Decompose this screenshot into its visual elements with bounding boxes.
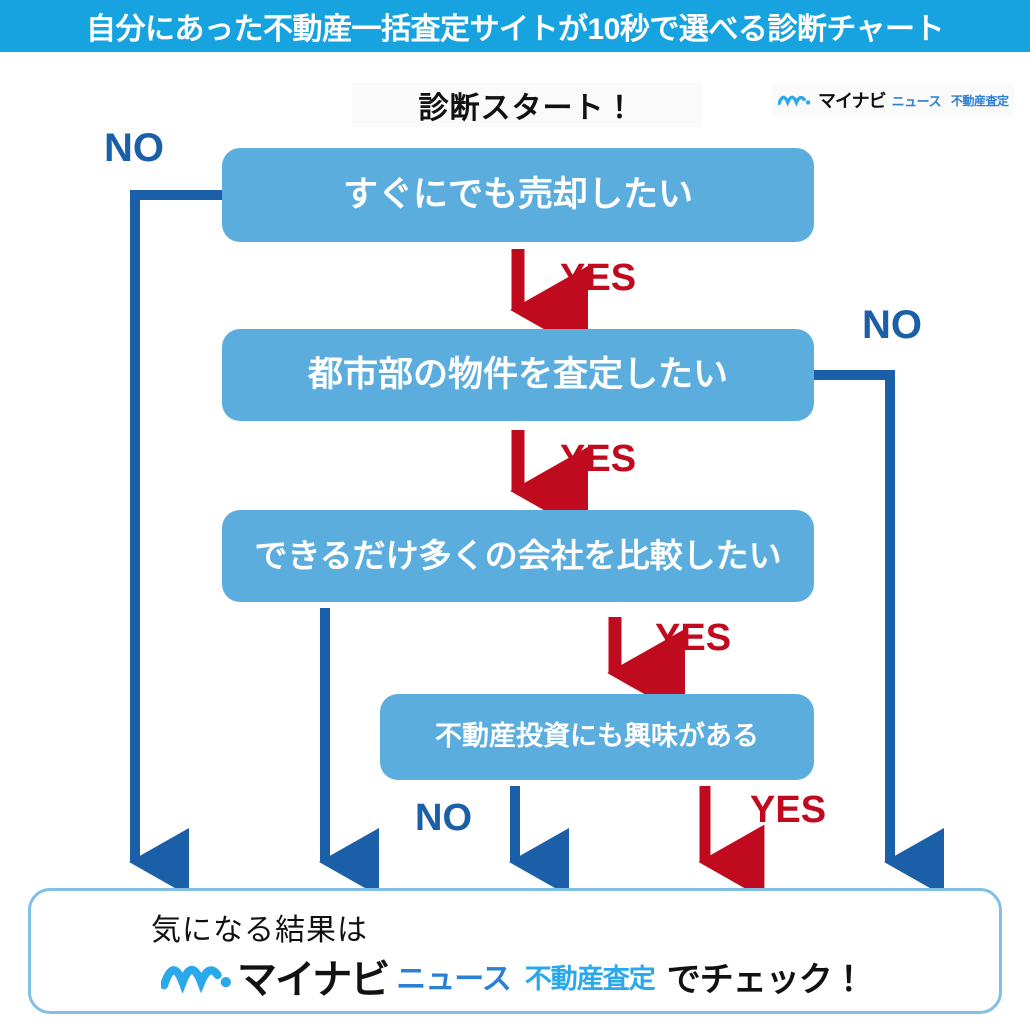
question-box-2[interactable]: 都市部の物件を査定したい xyxy=(222,329,814,421)
label-yes-q1: YES xyxy=(560,257,637,299)
brand-service-text: 不動産査定 xyxy=(951,93,1009,108)
mynavi-wave-icon xyxy=(778,95,811,107)
question-box-3[interactable]: できるだけ多くの会社を比較したい xyxy=(222,510,814,602)
label-no-q2: NO xyxy=(862,303,922,347)
result-brand-news: ニュース xyxy=(396,963,511,996)
label-yes-q2: YES xyxy=(560,438,637,480)
label-yes-q4: YES xyxy=(750,789,827,831)
mynavi-wave-icon xyxy=(161,965,231,993)
brand-logo-top: マイナビ ニュース 不動産査定 xyxy=(772,84,1015,116)
edge-q1-no xyxy=(129,190,222,896)
brand-mynavi-text: マイナビ xyxy=(818,91,887,111)
label-no-q4: NO xyxy=(415,797,472,839)
page-title: 自分にあった不動産一括査定サイトが10秒で選べる診断チャート xyxy=(85,13,945,46)
label-no-q1: NO xyxy=(104,126,164,170)
result-lead-text: 気になる結果は xyxy=(151,914,368,947)
header-banner: 自分にあった不動産一括査定サイトが10秒で選べる診断チャート xyxy=(0,0,1030,52)
result-brand-service: 不動産査定 xyxy=(524,963,656,994)
label-yes-q3: YES xyxy=(655,617,732,659)
question-box-1[interactable]: すぐにでも売却したい xyxy=(222,148,814,242)
result-box[interactable]: 気になる結果は マイナビ ニュース 不動産査定 でチェック！ xyxy=(28,888,1002,1014)
start-label: 診断スタート！ xyxy=(352,83,702,127)
brand-news-text: ニュース xyxy=(891,93,942,109)
result-brand-mynavi: マイナビ xyxy=(237,958,390,1002)
result-brand-row: マイナビ ニュース 不動産査定 でチェック！ xyxy=(161,947,866,1005)
question-box-4[interactable]: 不動産投資にも興味がある xyxy=(380,694,814,780)
result-suffix-text: でチェック！ xyxy=(666,960,866,999)
